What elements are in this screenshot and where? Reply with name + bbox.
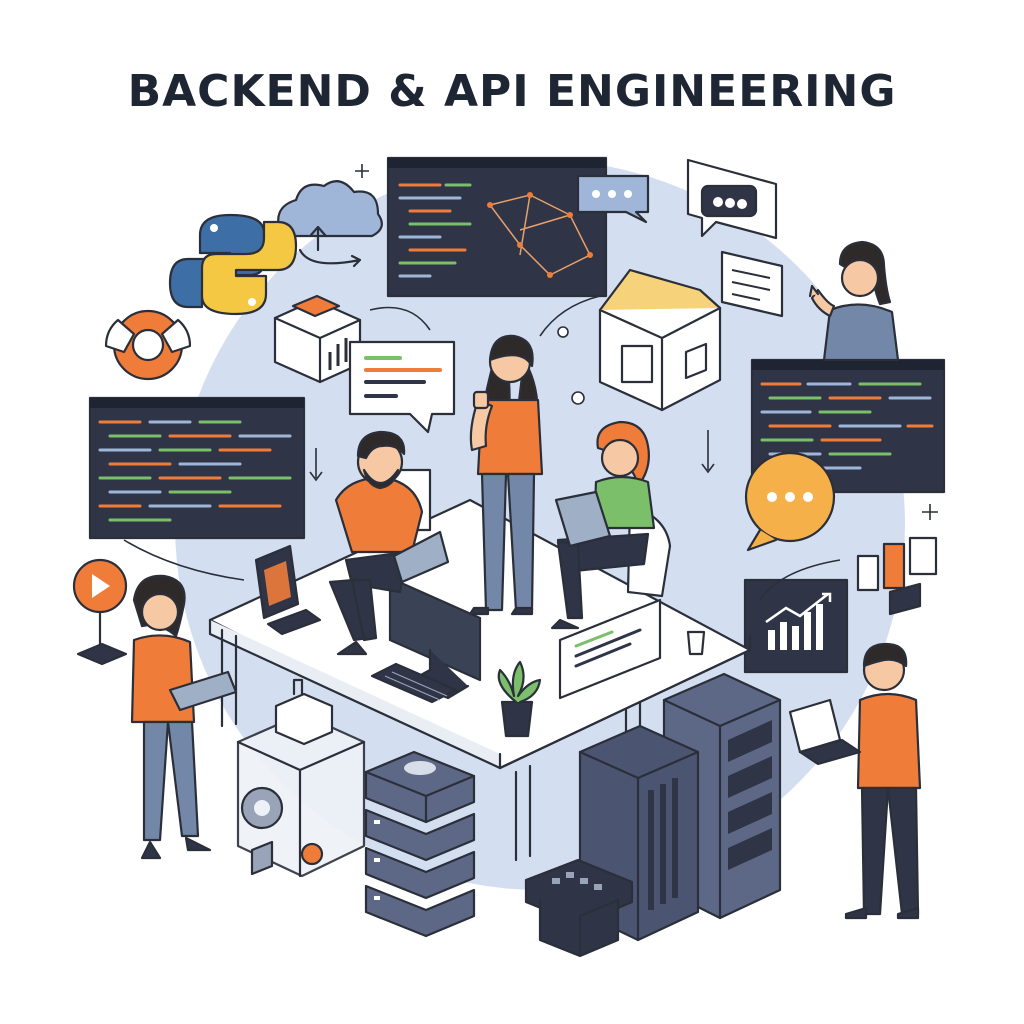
page-title: BACKEND & API ENGINEERING bbox=[127, 66, 897, 117]
package-box-icon bbox=[598, 268, 722, 412]
play-button-icon bbox=[72, 558, 128, 666]
chart-board-icon bbox=[743, 578, 849, 674]
tablet bbox=[254, 544, 322, 636]
orange-chat-bubble-icon bbox=[744, 451, 836, 552]
cup-icon bbox=[686, 630, 706, 656]
flow-arrows bbox=[123, 295, 841, 601]
document-card-icon bbox=[720, 250, 784, 318]
monitor bbox=[370, 576, 482, 704]
container-box-icon bbox=[236, 678, 366, 878]
server-cube-icon bbox=[273, 294, 362, 384]
code-window-left bbox=[88, 396, 306, 540]
person-waving-developer bbox=[808, 240, 900, 362]
document-screen bbox=[558, 598, 662, 700]
person-bearded-developer bbox=[328, 430, 450, 656]
blocks-icon bbox=[856, 536, 938, 616]
cloud-upload-icon bbox=[277, 180, 383, 268]
code-window-right bbox=[750, 358, 946, 494]
lifebuoy-icon bbox=[104, 309, 192, 381]
person-laptop-developer-left bbox=[130, 574, 238, 860]
code-chat-bubble bbox=[348, 340, 456, 434]
database-stack-icon bbox=[364, 750, 476, 938]
python-logo-icon bbox=[168, 213, 298, 316]
person-laptop-developer-right bbox=[788, 642, 922, 920]
chat-bubble-icon bbox=[576, 174, 650, 224]
server-rack-icon bbox=[524, 672, 782, 958]
person-standing-developer bbox=[468, 334, 544, 616]
sparkle-icon bbox=[355, 164, 938, 520]
plant-icon bbox=[497, 660, 542, 738]
message-window bbox=[686, 158, 778, 240]
person-redhead-developer bbox=[550, 420, 672, 630]
code-window-top bbox=[386, 156, 608, 298]
